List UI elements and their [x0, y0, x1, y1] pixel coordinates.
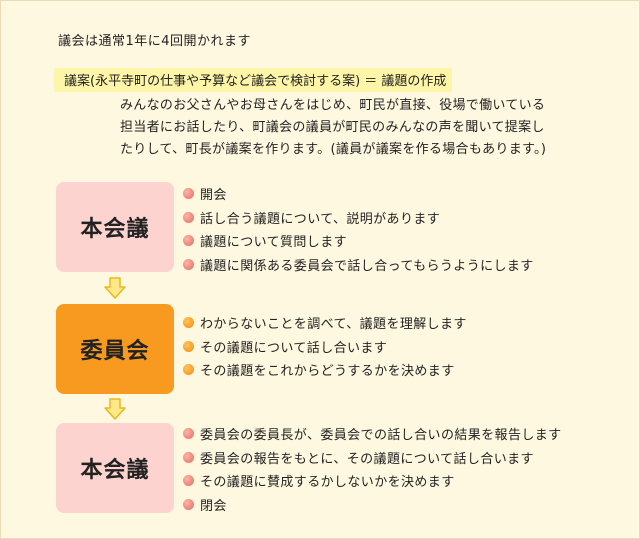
definition-highlight: 議案(永平寺町の仕事や予算など議会で検討する案) ＝ 議題の作成: [54, 68, 453, 92]
stage-plenary-opening-items: 開会 話し合う議題について、説明があります 議題について質問します 議題に関係あ…: [183, 182, 534, 276]
definition-line: たりして、町長が議案を作ります。(議員が議案を作る場合もあります。): [120, 142, 547, 157]
list-item: 開会: [183, 182, 534, 206]
list-item-text: 話し合う議題について、説明があります: [200, 211, 441, 227]
stage-plenary-closing-items: 委員会の委員長が、委員会での話し合いの結果を報告します 委員会の報告をもとに、そ…: [183, 422, 562, 516]
definition-heading: 議案(永平寺町の仕事や予算など議会で検討する案) ＝ 議題の作成: [54, 68, 453, 92]
list-item-text: 委員会の委員長が、委員会での話し合いの結果を報告します: [200, 428, 562, 444]
stage-plenary-opening: 本会議: [56, 182, 174, 272]
stage-label: 本会議: [80, 217, 150, 242]
bullet-icon: [183, 498, 194, 510]
stage-label: 本会議: [80, 458, 150, 483]
bullet-icon: [183, 188, 194, 200]
list-item-text: 開会: [200, 188, 227, 204]
list-item-text: わからないことを調べて、議題を理解します: [200, 317, 467, 333]
definition-line: 担当者にお話したり、町議会の議員が町民のみんなの声を聞いて提案し: [120, 120, 545, 135]
list-item-text: 委員会の報告をもとに、その議題について話し合います: [200, 451, 534, 467]
bullet-icon: [183, 317, 194, 329]
bullet-icon: [183, 364, 194, 376]
bullet-icon: [183, 258, 194, 270]
list-item-text: その議題について話し合います: [200, 340, 388, 356]
list-item-text: 議題について質問します: [200, 235, 348, 251]
list-item-text: 閉会: [200, 498, 227, 514]
down-arrow-icon: [104, 398, 126, 420]
list-item: その議題をこれからどうするかを決めます: [183, 358, 467, 382]
intro-text: 議会は通常1年に4回開かれます: [58, 34, 252, 49]
list-item: その議題に賛成するかしないかを決めます: [183, 469, 562, 493]
stage-committee: 委員会: [56, 304, 174, 394]
bullet-icon: [183, 211, 194, 223]
list-item-text: その議題をこれからどうするかを決めます: [200, 364, 455, 380]
bullet-icon: [183, 451, 194, 463]
definition-body: みんなのお父さんやお母さんをはじめ、町民が直接、役場で働いている 担当者にお話し…: [120, 95, 620, 161]
bullet-icon: [183, 428, 194, 440]
list-item: わからないことを調べて、議題を理解します: [183, 311, 467, 335]
bullet-icon: [183, 235, 194, 247]
stage-plenary-closing: 本会議: [56, 423, 174, 513]
list-item-text: 議題に関係ある委員会で話し合ってもらうようにします: [200, 258, 534, 274]
down-arrow-icon: [104, 277, 126, 299]
stage-label: 委員会: [80, 339, 150, 364]
bullet-icon: [183, 475, 194, 487]
list-item: 議題について質問します: [183, 229, 534, 253]
bullet-icon: [183, 340, 194, 352]
list-item: その議題について話し合います: [183, 335, 467, 359]
list-item: 閉会: [183, 493, 562, 517]
stage-committee-items: わからないことを調べて、議題を理解します その議題について話し合います その議題…: [183, 311, 467, 382]
list-item: 議題に関係ある委員会で話し合ってもらうようにします: [183, 253, 534, 277]
definition-line: みんなのお父さんやお母さんをはじめ、町民が直接、役場で働いている: [120, 98, 546, 113]
list-item: 委員会の報告をもとに、その議題について話し合います: [183, 446, 562, 470]
list-item: 委員会の委員長が、委員会での話し合いの結果を報告します: [183, 422, 562, 446]
list-item: 話し合う議題について、説明があります: [183, 206, 534, 230]
list-item-text: その議題に賛成するかしないかを決めます: [200, 475, 455, 491]
